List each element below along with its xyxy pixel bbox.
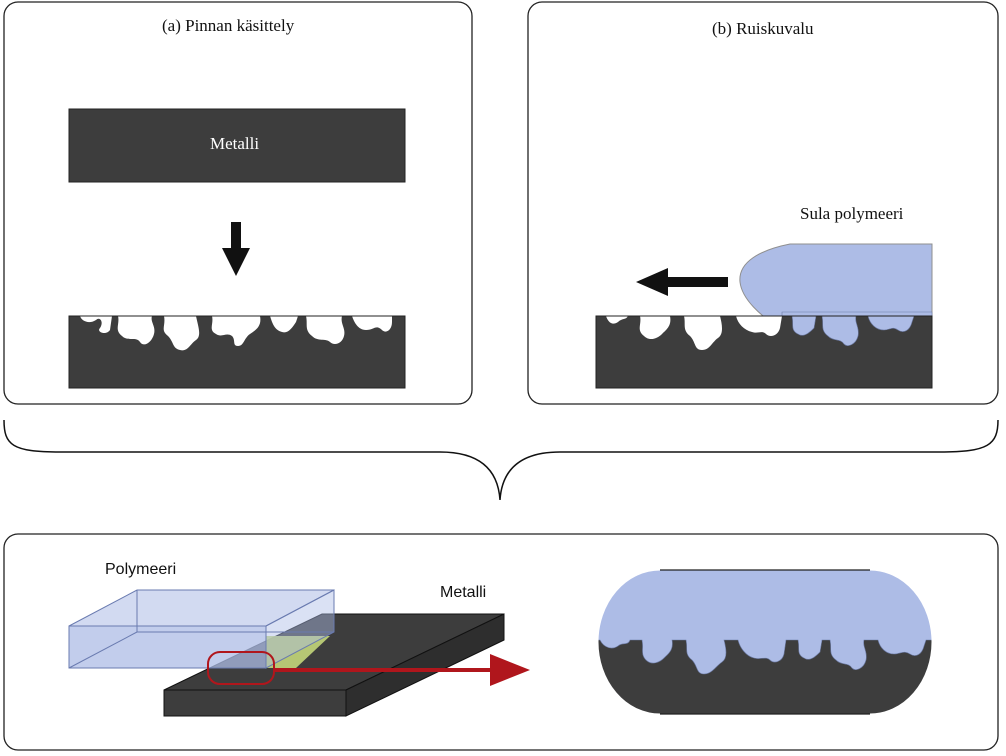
panel-a-treated-metal	[68, 312, 406, 389]
panel-c-polymer-label: Polymeeri	[105, 561, 177, 578]
curly-brace	[3, 419, 999, 501]
panel-a-metal-label: Metalli	[210, 134, 260, 153]
panel-c-magnified-section	[597, 569, 933, 715]
panel-b-title: (b) Ruiskuvalu	[712, 19, 814, 38]
panel-c-polymer-block	[68, 589, 335, 669]
panel-b-treated-metal	[595, 311, 933, 389]
panel-b-melt-label: Sula polymeeri	[800, 204, 904, 223]
panel-c-metal-label: Metalli	[440, 584, 487, 601]
panel-b-flow-arrow	[636, 268, 728, 296]
panel-c-zoom-indicator	[207, 651, 530, 686]
panel-c-metal-bar	[163, 613, 505, 717]
panel-b-filled-pits	[781, 311, 933, 346]
panel-a-title: (a) Pinnan käsittely	[162, 16, 295, 35]
panel-a-metal-plate	[68, 108, 406, 183]
panel-b-surface-pits	[596, 312, 782, 350]
panel-a-surface-pits	[69, 312, 405, 351]
panel-a-frame	[3, 1, 473, 405]
panel-a-down-arrow	[222, 222, 250, 276]
